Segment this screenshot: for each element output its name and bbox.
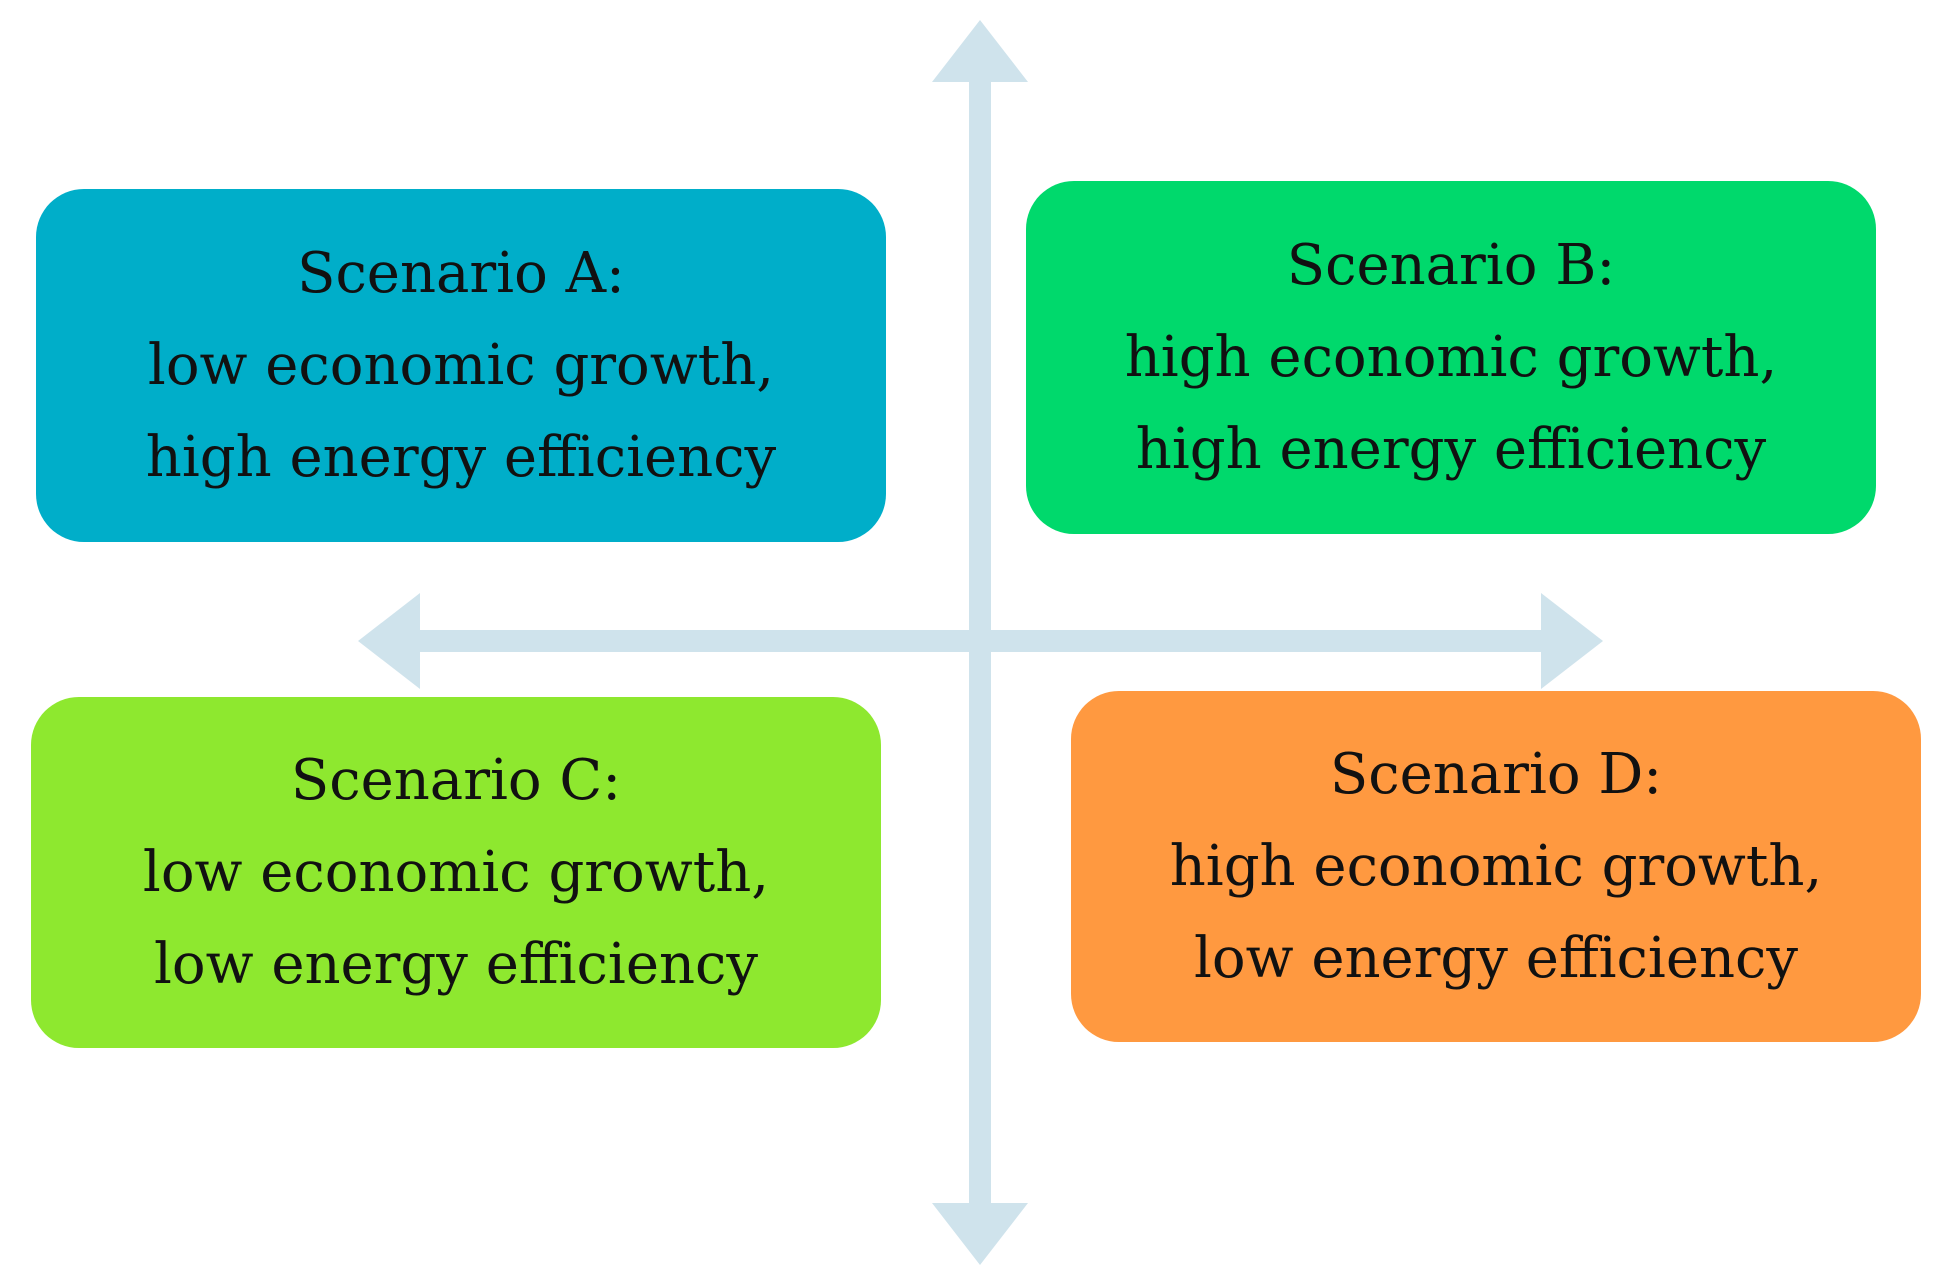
vertical-axis-shaft	[969, 80, 991, 1205]
arrow-down-icon	[932, 1203, 1028, 1265]
scenario-b-box: Scenario B: high economic growth, high e…	[1026, 181, 1876, 534]
scenario-d-growth: high economic growth,	[1169, 833, 1823, 899]
scenario-a-growth: low economic growth,	[147, 332, 775, 398]
scenario-a-box: Scenario A: low economic growth, high en…	[36, 189, 886, 542]
scenario-c-growth: low economic growth,	[142, 839, 770, 905]
scenario-c-efficiency: low energy efficiency	[153, 931, 759, 997]
scenario-a-efficiency: high energy efficiency	[145, 424, 777, 490]
scenario-d-box: Scenario D: high economic growth, low en…	[1071, 691, 1921, 1042]
arrow-up-icon	[932, 20, 1028, 82]
scenario-d-efficiency: low energy efficiency	[1193, 925, 1799, 991]
scenario-b-title: Scenario B:	[1286, 232, 1616, 298]
scenario-b-efficiency: high energy efficiency	[1135, 416, 1767, 482]
arrow-right-icon	[1541, 593, 1603, 689]
scenario-d-title: Scenario D:	[1329, 741, 1663, 807]
scenario-a-title: Scenario A:	[297, 240, 625, 306]
scenario-b-growth: high economic growth,	[1124, 324, 1778, 390]
scenario-c-title: Scenario C:	[290, 747, 622, 813]
scenario-c-box: Scenario C: low economic growth, low ene…	[31, 697, 881, 1048]
arrow-left-icon	[358, 593, 420, 689]
